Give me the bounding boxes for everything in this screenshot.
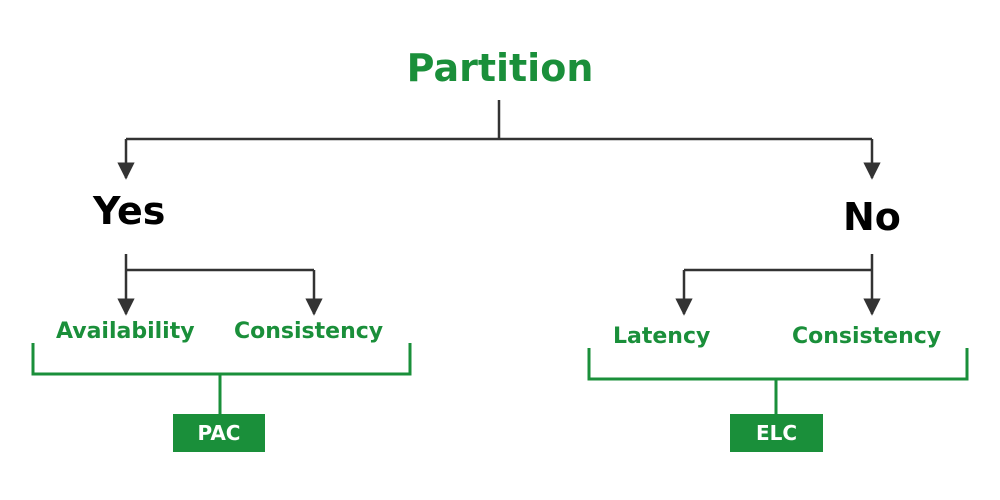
no-label: No	[843, 195, 901, 239]
pac-badge: PAC	[173, 414, 265, 452]
consistency-label-left: Consistency	[234, 319, 384, 344]
yes-label: Yes	[93, 189, 166, 233]
consistency-label-right: Consistency	[792, 324, 942, 349]
availability-label: Availability	[56, 319, 195, 344]
pac-bracket	[31, 343, 412, 376]
latency-label: Latency	[613, 324, 711, 349]
partition-title: Partition	[406, 46, 594, 90]
elc-bracket	[587, 348, 969, 381]
elc-badge: ELC	[730, 414, 823, 452]
